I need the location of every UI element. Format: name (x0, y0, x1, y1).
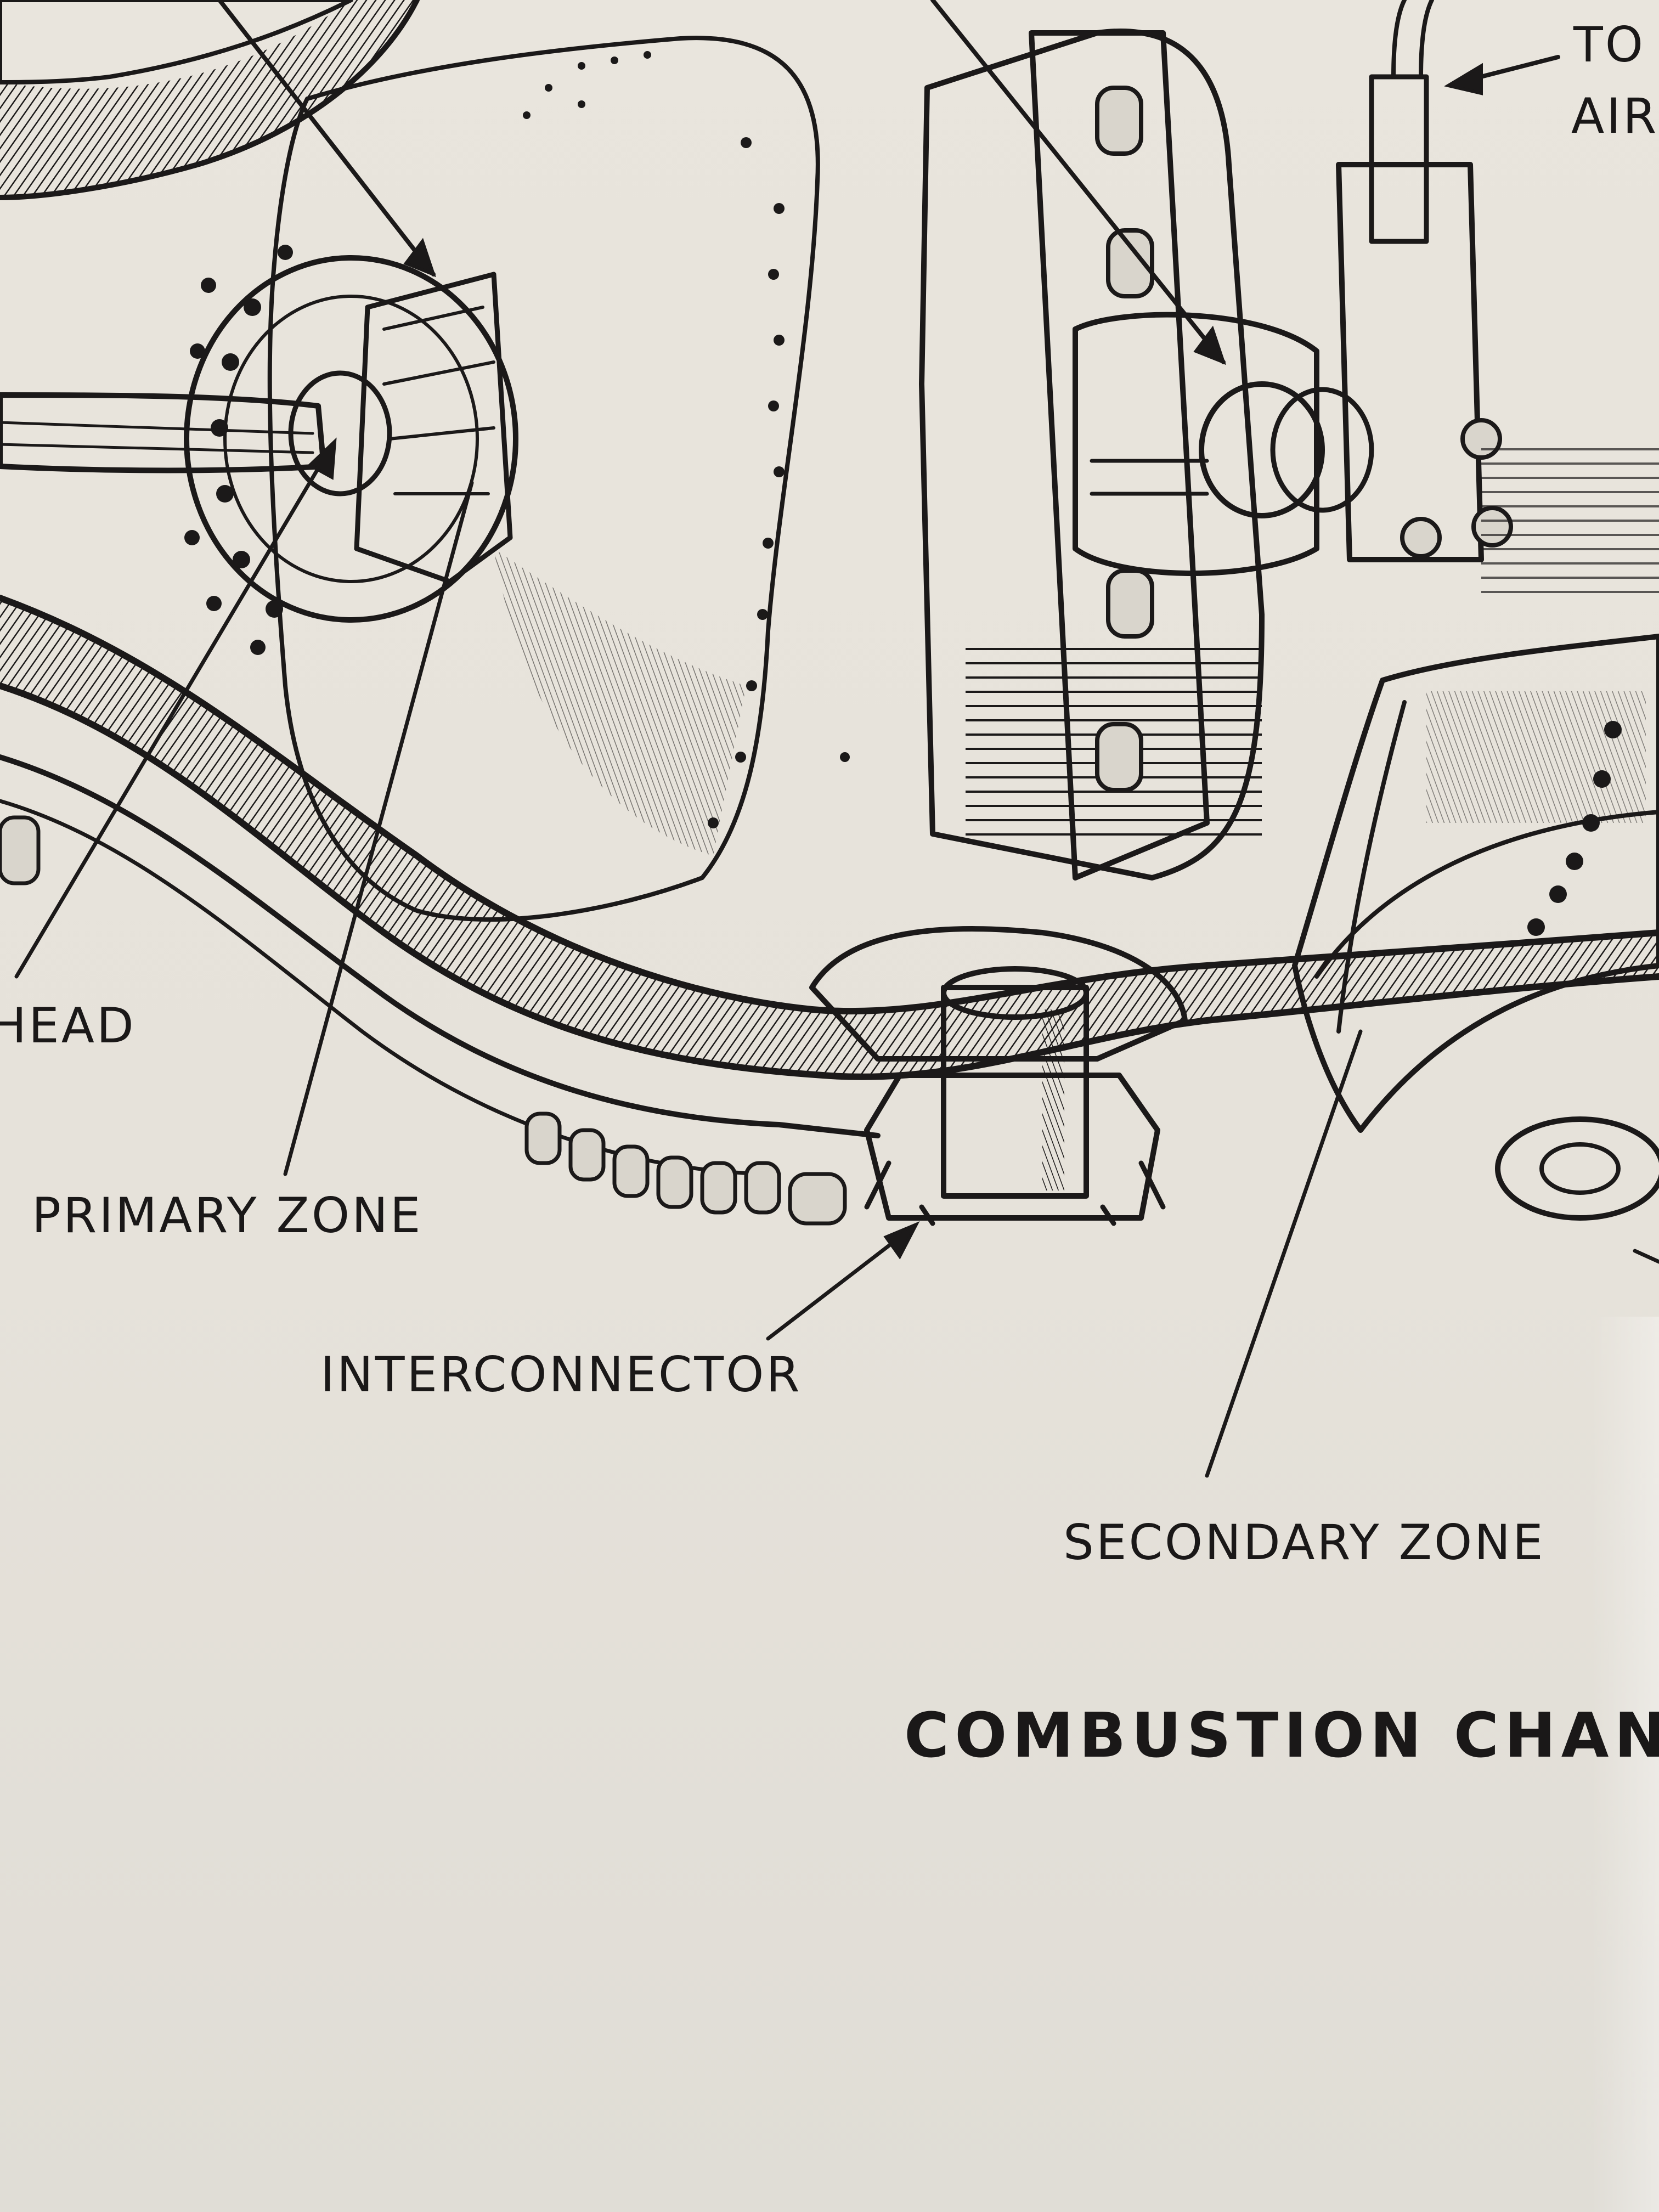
igniter-housing (919, 0, 1659, 881)
label-interconnector: INTERCONNECTOR (320, 1346, 802, 1403)
interconnector-part (809, 926, 1188, 1226)
flange-bolts (0, 815, 847, 1226)
light-glare (1591, 1317, 1659, 2212)
leader-lines (14, 0, 1659, 1478)
label-secondary-zone: SECONDARY ZONE (1063, 1514, 1545, 1571)
label-air: AIR (1571, 88, 1659, 144)
flame-tube (267, 36, 850, 922)
label-primary-zone: PRIMARY ZONE (32, 1187, 423, 1244)
figure-title: COMBUSTION CHAN (904, 1700, 1659, 1771)
upper-housing (0, 0, 420, 200)
label-head: HEAD (0, 997, 136, 1054)
swirler (0, 245, 518, 655)
secondary-liner (1292, 634, 1659, 1221)
outer-casing (0, 595, 1659, 1226)
label-to: TO (1573, 16, 1646, 73)
